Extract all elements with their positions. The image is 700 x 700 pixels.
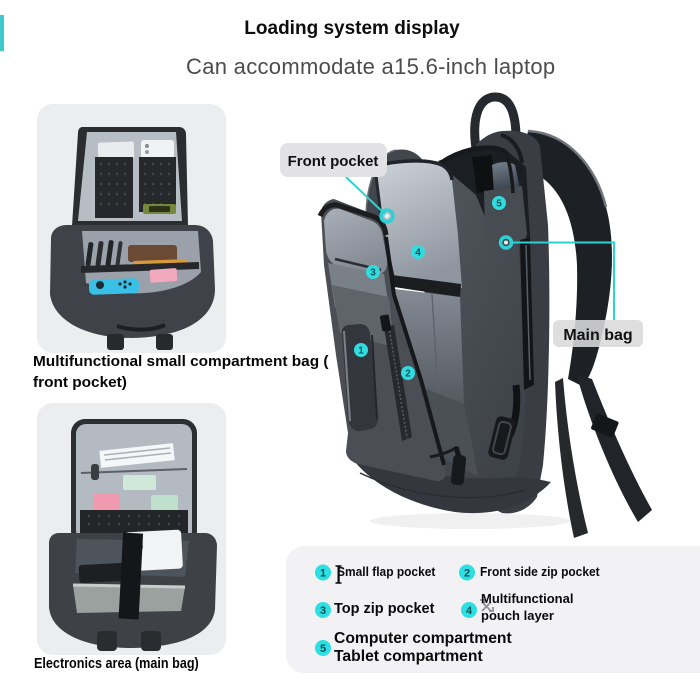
svg-text:4: 4: [415, 248, 421, 259]
svg-text:2: 2: [464, 568, 470, 580]
svg-text:4: 4: [466, 605, 473, 617]
svg-text:1: 1: [358, 346, 364, 357]
svg-text:1: 1: [320, 568, 326, 580]
svg-text:5: 5: [496, 199, 502, 210]
svg-text:Main bag: Main bag: [563, 327, 632, 344]
svg-text:3: 3: [320, 605, 326, 617]
svg-text:5: 5: [320, 643, 326, 655]
svg-text:3: 3: [370, 268, 376, 279]
svg-text:2: 2: [405, 369, 411, 380]
svg-text:Front pocket: Front pocket: [288, 153, 379, 170]
